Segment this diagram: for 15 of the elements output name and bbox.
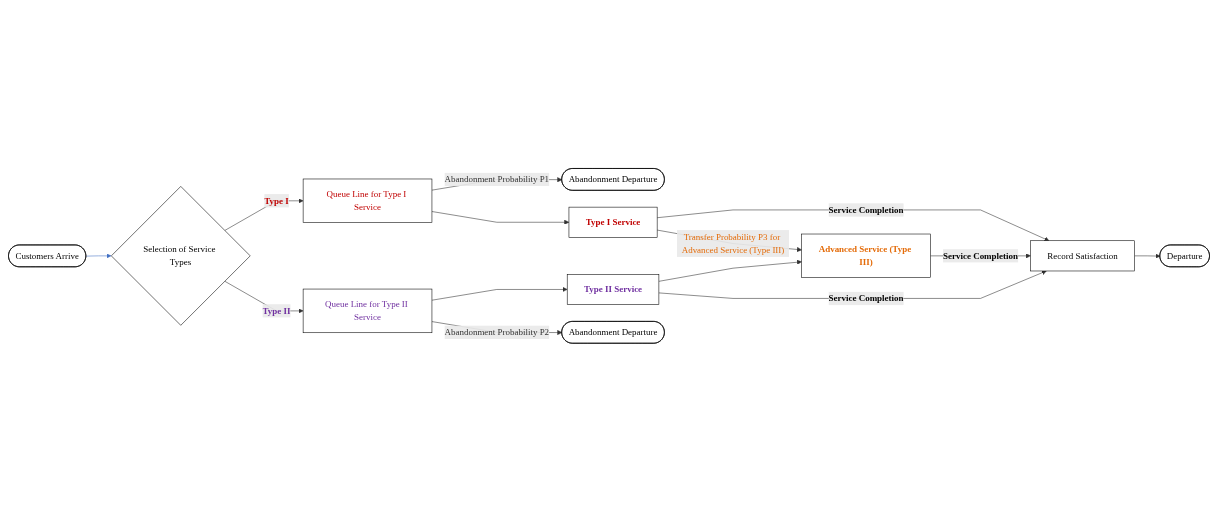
node-box: Type I Service [568, 206, 658, 238]
edge-label: Type I [264, 195, 289, 205]
edge-label: Service Completion [943, 250, 1018, 260]
edge-label: Transfer Probability P3 for Advanced Service (Type III) [681, 231, 785, 255]
edge-label: Type II [262, 305, 291, 316]
node-box: Queue Line for Type II Service [302, 288, 433, 333]
edge-label: Abandonment Probability P1 [444, 174, 550, 184]
edge-label: Abandonment Probability P2 [444, 326, 550, 337]
node-diamond: Selection of Service Types [111, 185, 251, 326]
edge-label: Service Completion [828, 293, 904, 303]
edge-label: Service Completion [828, 204, 904, 215]
node-box: Type II Service [566, 273, 660, 305]
node-box: Queue Line for Type I Service [302, 178, 433, 223]
node-box: Record Satisfaction [1030, 240, 1135, 271]
node-box: Advanced Service (Type III) [801, 233, 931, 278]
